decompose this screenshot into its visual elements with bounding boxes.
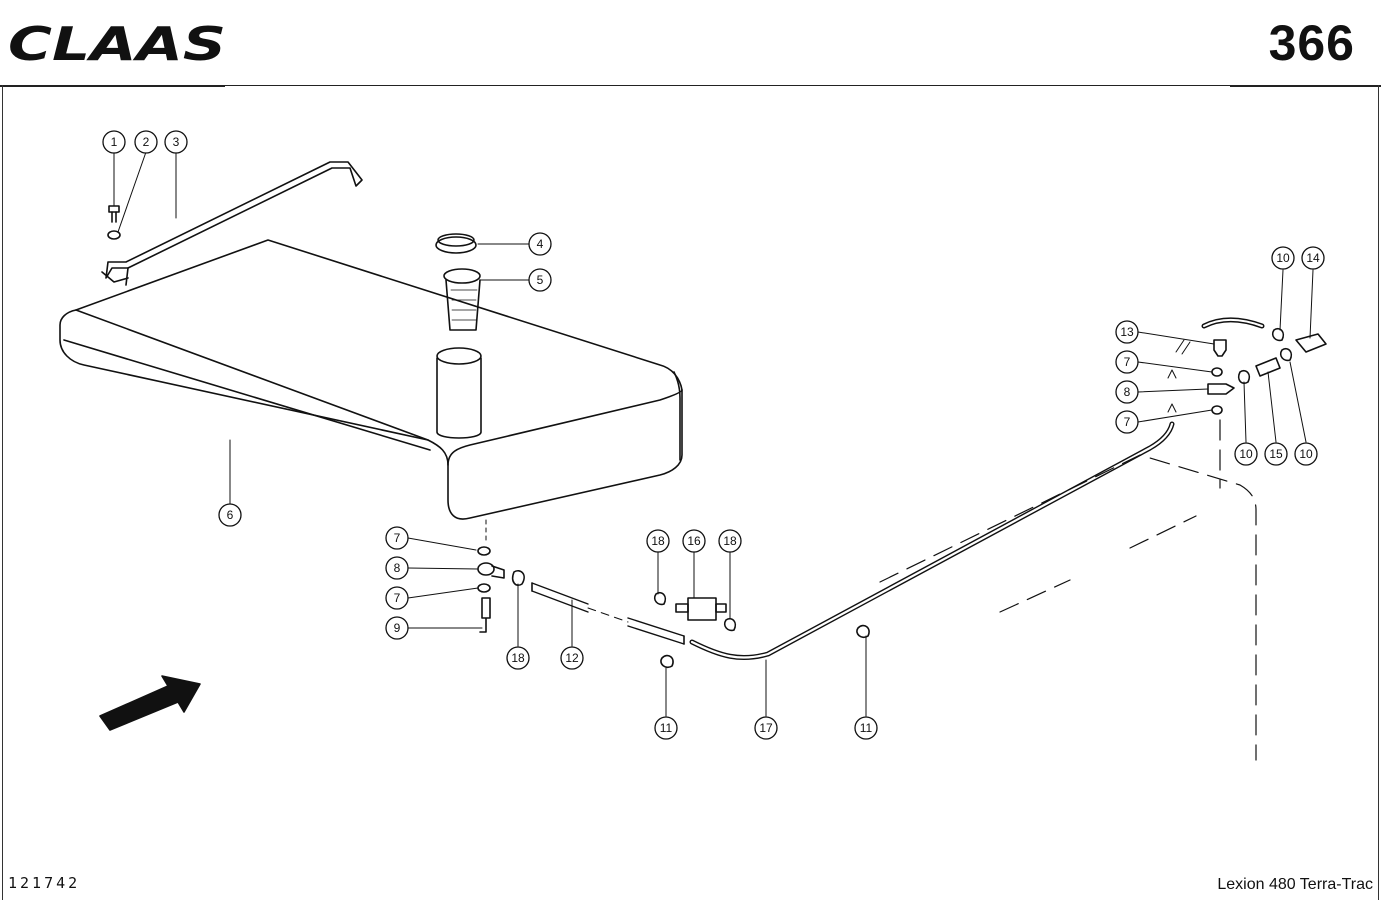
callout-11b: 11 bbox=[854, 716, 878, 740]
svg-text:14: 14 bbox=[1306, 251, 1320, 265]
fuel-hose-long bbox=[689, 421, 1175, 661]
brand-text: CLAAS bbox=[8, 20, 226, 66]
callout-10c: 10 bbox=[1294, 442, 1318, 466]
svg-text:5: 5 bbox=[537, 273, 544, 287]
svg-text:3: 3 bbox=[173, 135, 180, 149]
leader-lines bbox=[113, 151, 1314, 717]
svg-text:7: 7 bbox=[394, 591, 401, 605]
clip-left bbox=[660, 654, 674, 669]
callout-16: 16 bbox=[682, 529, 706, 553]
filler-neck bbox=[436, 347, 482, 439]
brand-underline bbox=[0, 85, 225, 87]
fuel-pipe-left bbox=[531, 582, 685, 645]
svg-text:11: 11 bbox=[860, 721, 873, 735]
callout-1: 1 bbox=[102, 130, 126, 154]
callout-9: 9 bbox=[385, 616, 409, 640]
svg-text:16: 16 bbox=[687, 534, 701, 548]
svg-text:8: 8 bbox=[1124, 385, 1131, 399]
callout-7d: 7 bbox=[1115, 410, 1139, 434]
callout-18a: 18 bbox=[506, 646, 530, 670]
svg-text:9: 9 bbox=[394, 621, 401, 635]
svg-text:7: 7 bbox=[394, 531, 401, 545]
claas-logo: CLAAS bbox=[8, 20, 226, 66]
callout-18c: 18 bbox=[718, 529, 742, 553]
svg-text:2: 2 bbox=[143, 135, 150, 149]
svg-text:18: 18 bbox=[651, 534, 665, 548]
callout-10b: 10 bbox=[1234, 442, 1258, 466]
callout-10a: 10 bbox=[1271, 246, 1295, 270]
page-number-underline bbox=[1230, 85, 1381, 87]
frame-right-border bbox=[1378, 85, 1379, 900]
filler-cap bbox=[435, 236, 477, 254]
callout-3: 3 bbox=[164, 130, 188, 154]
washer-part bbox=[107, 230, 121, 240]
svg-text:15: 15 bbox=[1269, 447, 1283, 461]
svg-text:7: 7 bbox=[1124, 355, 1131, 369]
svg-text:6: 6 bbox=[227, 508, 234, 522]
fuel-filter bbox=[653, 591, 737, 632]
svg-text:10: 10 bbox=[1299, 447, 1313, 461]
svg-text:18: 18 bbox=[723, 534, 737, 548]
svg-text:7: 7 bbox=[1124, 415, 1131, 429]
fuel-tank bbox=[59, 239, 683, 520]
right-fittings bbox=[1167, 317, 1327, 415]
strainer-insert bbox=[443, 268, 481, 331]
page-number: 366 bbox=[1268, 15, 1355, 71]
callout-18b: 18 bbox=[646, 529, 670, 553]
svg-text:11: 11 bbox=[660, 721, 673, 735]
callout-8b: 8 bbox=[1115, 380, 1139, 404]
svg-text:10: 10 bbox=[1239, 447, 1253, 461]
svg-text:17: 17 bbox=[759, 721, 773, 735]
callout-17: 17 bbox=[754, 716, 778, 740]
frame-left-border bbox=[2, 85, 3, 900]
callout-14: 14 bbox=[1301, 246, 1325, 270]
callout-12: 12 bbox=[560, 646, 584, 670]
svg-text:8: 8 bbox=[394, 561, 401, 575]
callout-13: 13 bbox=[1115, 320, 1139, 344]
callout-5: 5 bbox=[528, 268, 552, 292]
svg-text:10: 10 bbox=[1276, 251, 1290, 265]
callout-15: 15 bbox=[1264, 442, 1288, 466]
drawing-number: 121742 bbox=[8, 874, 81, 892]
callout-2: 2 bbox=[134, 130, 158, 154]
callout-11a: 11 bbox=[654, 716, 678, 740]
svg-text:18: 18 bbox=[511, 651, 525, 665]
svg-text:12: 12 bbox=[565, 651, 579, 665]
svg-text:13: 13 bbox=[1120, 325, 1134, 339]
svg-text:4: 4 bbox=[537, 237, 544, 251]
callout-7c: 7 bbox=[1115, 350, 1139, 374]
callout-6: 6 bbox=[218, 503, 242, 527]
direction-arrow bbox=[99, 675, 201, 731]
engine-outline-dashed bbox=[879, 419, 1257, 761]
svg-text:1: 1 bbox=[111, 135, 118, 149]
mounting-strap bbox=[101, 161, 363, 286]
model-name: Lexion 480 Terra-Trac bbox=[1217, 876, 1373, 893]
bolt-part bbox=[108, 205, 120, 223]
callout-4: 4 bbox=[528, 232, 552, 256]
frame-top-border bbox=[0, 85, 1381, 86]
callout-7b: 7 bbox=[385, 586, 409, 610]
callout-8a: 8 bbox=[385, 556, 409, 580]
outlet-fittings-left bbox=[477, 546, 525, 633]
callout-7a: 7 bbox=[385, 526, 409, 550]
clip-right bbox=[856, 624, 870, 639]
